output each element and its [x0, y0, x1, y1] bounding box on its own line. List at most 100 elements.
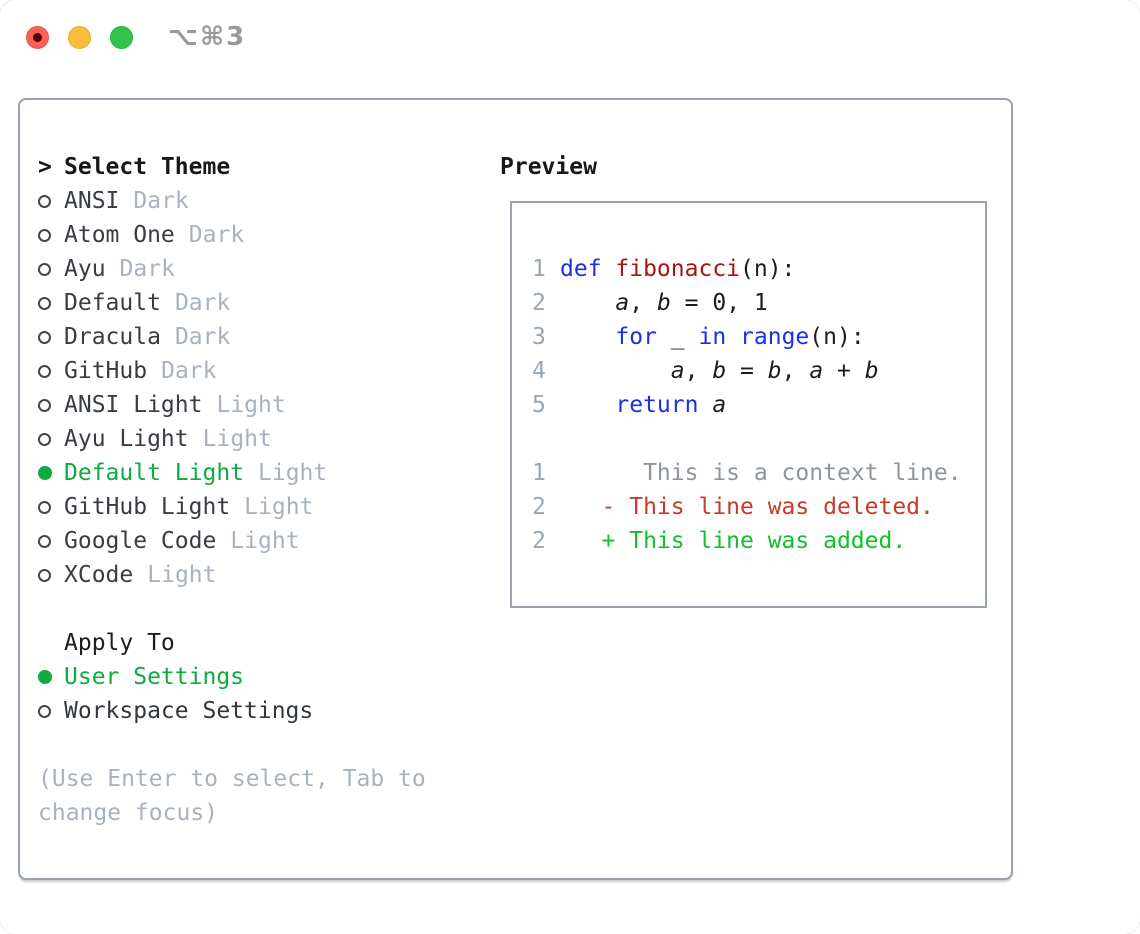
theme-variant-tag: Dark: [174, 324, 231, 350]
theme-name: Atom One: [64, 222, 175, 248]
theme-name: ANSI: [64, 188, 120, 214]
preview-code-line: 2 + This line was added.: [532, 524, 985, 558]
theme-option-atom-one[interactable]: Atom One Dark: [38, 218, 480, 252]
apply-option-label: Workspace Settings: [64, 698, 314, 724]
preview-header: Preview: [500, 154, 597, 180]
radio-icon: [38, 534, 64, 548]
theme-name: Default: [64, 290, 161, 316]
code-segment-var: a: [615, 290, 630, 316]
code-segment-var: b: [864, 358, 879, 384]
theme-name: GitHub: [64, 358, 148, 384]
line-number: 1: [532, 460, 546, 486]
code-segment-pl: [726, 324, 740, 350]
titlebar: ⌥⌘3: [0, 0, 1140, 76]
radio-icon: [38, 398, 64, 412]
theme-option-github[interactable]: GitHub Dark: [38, 354, 480, 388]
theme-variant-tag: Dark: [119, 256, 175, 282]
theme-variant-tag: Dark: [161, 358, 217, 384]
radio-selected-icon: [38, 670, 64, 684]
code-segment-kw: range: [740, 324, 810, 350]
line-number: 4: [532, 358, 546, 384]
theme-name: Default Light: [64, 460, 245, 486]
theme-variant-tag: Dark: [188, 222, 245, 248]
code-segment-pl: [698, 392, 712, 418]
code-segment-del: - This line was deleted.: [560, 494, 934, 520]
help-text: (Use Enter to select, Tab to change focu…: [38, 766, 426, 826]
preview-code-line: 3 for _ in range(n):: [532, 320, 985, 354]
code-segment-fn: fibonacci: [615, 256, 741, 282]
code-segment-pl: =: [726, 358, 768, 384]
theme-name: Ayu Light: [64, 426, 189, 452]
theme-option-xcode[interactable]: XCode Light: [38, 558, 480, 592]
radio-icon: [38, 330, 64, 344]
code-segment-pl: [560, 290, 615, 316]
theme-option-dracula[interactable]: Dracula Dark: [38, 320, 480, 354]
line-number: 1: [532, 256, 546, 282]
window-title: ⌥⌘3: [168, 22, 247, 52]
apply-option-user-settings[interactable]: User Settings: [38, 660, 480, 694]
line-number: 2: [532, 494, 546, 520]
line-number: 2: [532, 290, 546, 316]
preview-code-line: 5 return a: [532, 388, 985, 422]
theme-option-default[interactable]: Default Dark: [38, 286, 480, 320]
code-segment-var: b: [767, 358, 782, 384]
code-segment-pl: ,: [781, 358, 810, 384]
close-button[interactable]: [26, 26, 49, 49]
select-theme-header: Select Theme: [64, 154, 231, 180]
code-segment-pl: = 0, 1: [670, 290, 768, 316]
radio-icon: [38, 262, 64, 276]
theme-option-github-light[interactable]: GitHub Light Light: [38, 490, 480, 524]
preview-code-line: 2 - This line was deleted.: [532, 490, 985, 524]
code-segment-var: a: [712, 392, 727, 418]
radio-icon: [38, 228, 64, 242]
apply-to-header: Apply To: [64, 630, 175, 656]
theme-name: GitHub Light: [64, 494, 231, 520]
code-segment-pl: (n):: [809, 324, 865, 350]
apply-option-label: User Settings: [64, 664, 245, 690]
code-segment-var: a: [809, 358, 824, 384]
code-segment-add: + This line was added.: [560, 528, 907, 554]
code-segment-pl: ,: [684, 358, 713, 384]
code-segment-pl: [560, 392, 615, 418]
radio-icon: [38, 364, 64, 378]
theme-variant-tag: Light: [230, 528, 300, 554]
radio-icon: [38, 500, 64, 514]
code-segment-kw: def: [560, 256, 616, 282]
code-segment-kw: return: [615, 392, 699, 418]
code-segment-pl: (n):: [740, 256, 796, 282]
preview-code-line: 1 def fibonacci(n):: [532, 252, 985, 286]
radio-icon: [38, 568, 64, 582]
theme-option-ansi-light[interactable]: ANSI Light Light: [38, 388, 480, 422]
theme-variant-tag: Light: [244, 494, 314, 520]
code-segment-ctx: This is a context line.: [560, 460, 962, 486]
code-segment-pl: [560, 358, 671, 384]
radio-icon: [38, 194, 64, 208]
theme-name: XCode: [64, 562, 134, 588]
minimize-button[interactable]: [68, 26, 91, 49]
radio-selected-icon: [38, 466, 64, 480]
zoom-button[interactable]: [110, 26, 133, 49]
theme-name: ANSI Light: [64, 392, 203, 418]
code-segment-pl: _: [656, 324, 699, 350]
spacer: [38, 728, 480, 762]
theme-variant-tag: Dark: [174, 290, 231, 316]
code-segment-kw: in: [698, 324, 727, 350]
theme-variant-tag: Light: [147, 562, 217, 588]
line-number: 5: [532, 392, 546, 418]
code-segment-var: b: [656, 290, 671, 316]
theme-name: Dracula: [64, 324, 161, 350]
code-segment-pl: [560, 324, 615, 350]
theme-variant-tag: Light: [216, 392, 286, 418]
apply-option-workspace-settings[interactable]: Workspace Settings: [38, 694, 480, 728]
line-number: 3: [532, 324, 546, 350]
